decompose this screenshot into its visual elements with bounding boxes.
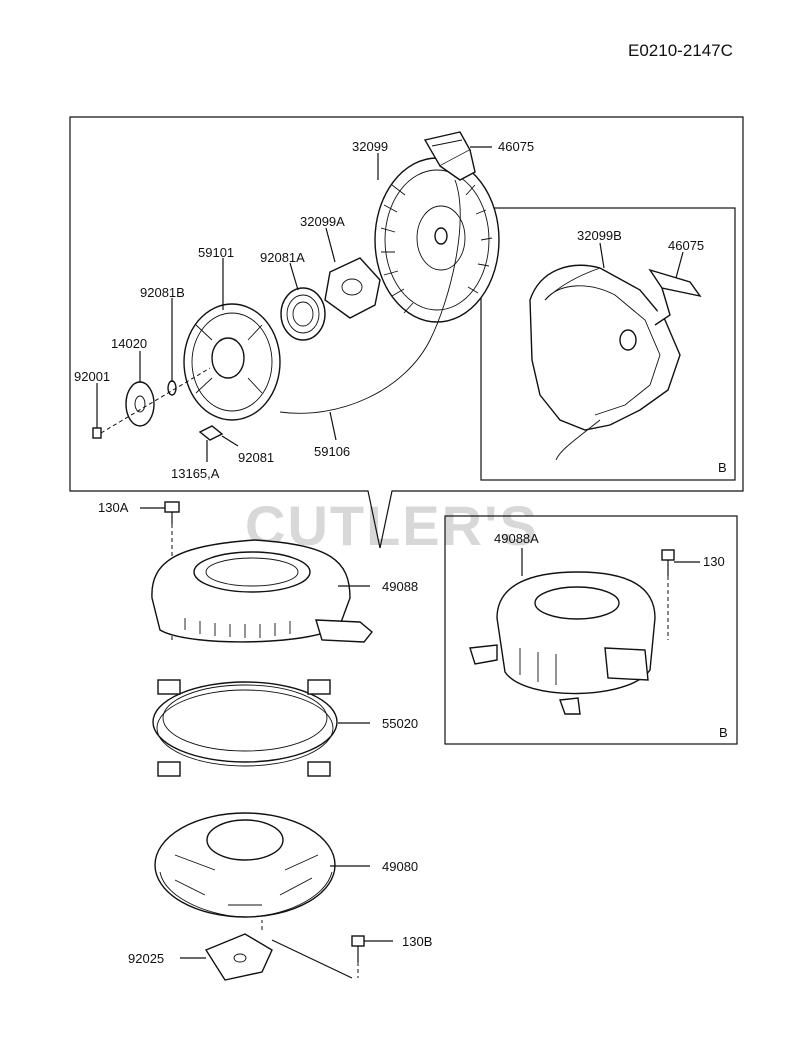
label-59101: 59101: [198, 245, 234, 260]
main-frame: [69, 116, 744, 549]
ring-55020: [152, 679, 370, 777]
housing-49088A: [469, 548, 656, 715]
label-92081B: 92081B: [140, 285, 185, 300]
label-32099: 32099: [352, 139, 388, 154]
label-130: 130: [703, 554, 725, 569]
label-13165A: 13165,A: [171, 466, 220, 481]
inset-box-top: [480, 207, 736, 481]
label-32099B: 32099B: [577, 228, 622, 243]
leader-32099B: [599, 242, 605, 269]
ratchet-plate-32099A: [324, 257, 381, 319]
label-55020: 55020: [382, 716, 418, 731]
starter-handle-46075: [423, 131, 476, 181]
inset-top-marker: B: [718, 460, 727, 475]
housing-32099B: [529, 264, 681, 461]
label-92001: 92001: [74, 369, 110, 384]
starter-rope: [279, 179, 461, 414]
label-14020: 14020: [111, 336, 147, 351]
reel-59101: [183, 303, 281, 421]
bolt-92001: [92, 367, 211, 439]
bolt-130: [661, 549, 700, 640]
spiral-spring-92081A: [280, 287, 326, 341]
starter-handle-46075-inset: [648, 268, 702, 326]
label-92081: 92081: [238, 450, 274, 465]
label-92081A: 92081A: [260, 250, 305, 265]
label-49088A: 49088A: [494, 531, 539, 546]
bolt-130B: [351, 935, 393, 978]
recoil-housing-32099: [374, 157, 500, 323]
label-46075-inset: 46075: [668, 238, 704, 253]
housing-49088: [151, 539, 373, 643]
guard-49080: [154, 812, 370, 918]
label-59106: 59106: [314, 444, 350, 459]
label-46075: 46075: [498, 139, 534, 154]
label-32099A: 32099A: [300, 214, 345, 229]
plate-92025: [180, 920, 353, 981]
label-130A: 130A: [98, 500, 129, 515]
inset-box-bottom: [444, 515, 738, 745]
label-49080: 49080: [382, 859, 418, 874]
drawing-code: E0210-2147C: [628, 41, 733, 60]
label-92025: 92025: [128, 951, 164, 966]
leader-46075-inset: [675, 251, 684, 279]
label-49088: 49088: [382, 579, 418, 594]
label-130B: 130B: [402, 934, 432, 949]
leaders-top: [96, 146, 492, 462]
spring-92081: [198, 425, 224, 441]
inset-bottom-marker: B: [719, 725, 728, 740]
